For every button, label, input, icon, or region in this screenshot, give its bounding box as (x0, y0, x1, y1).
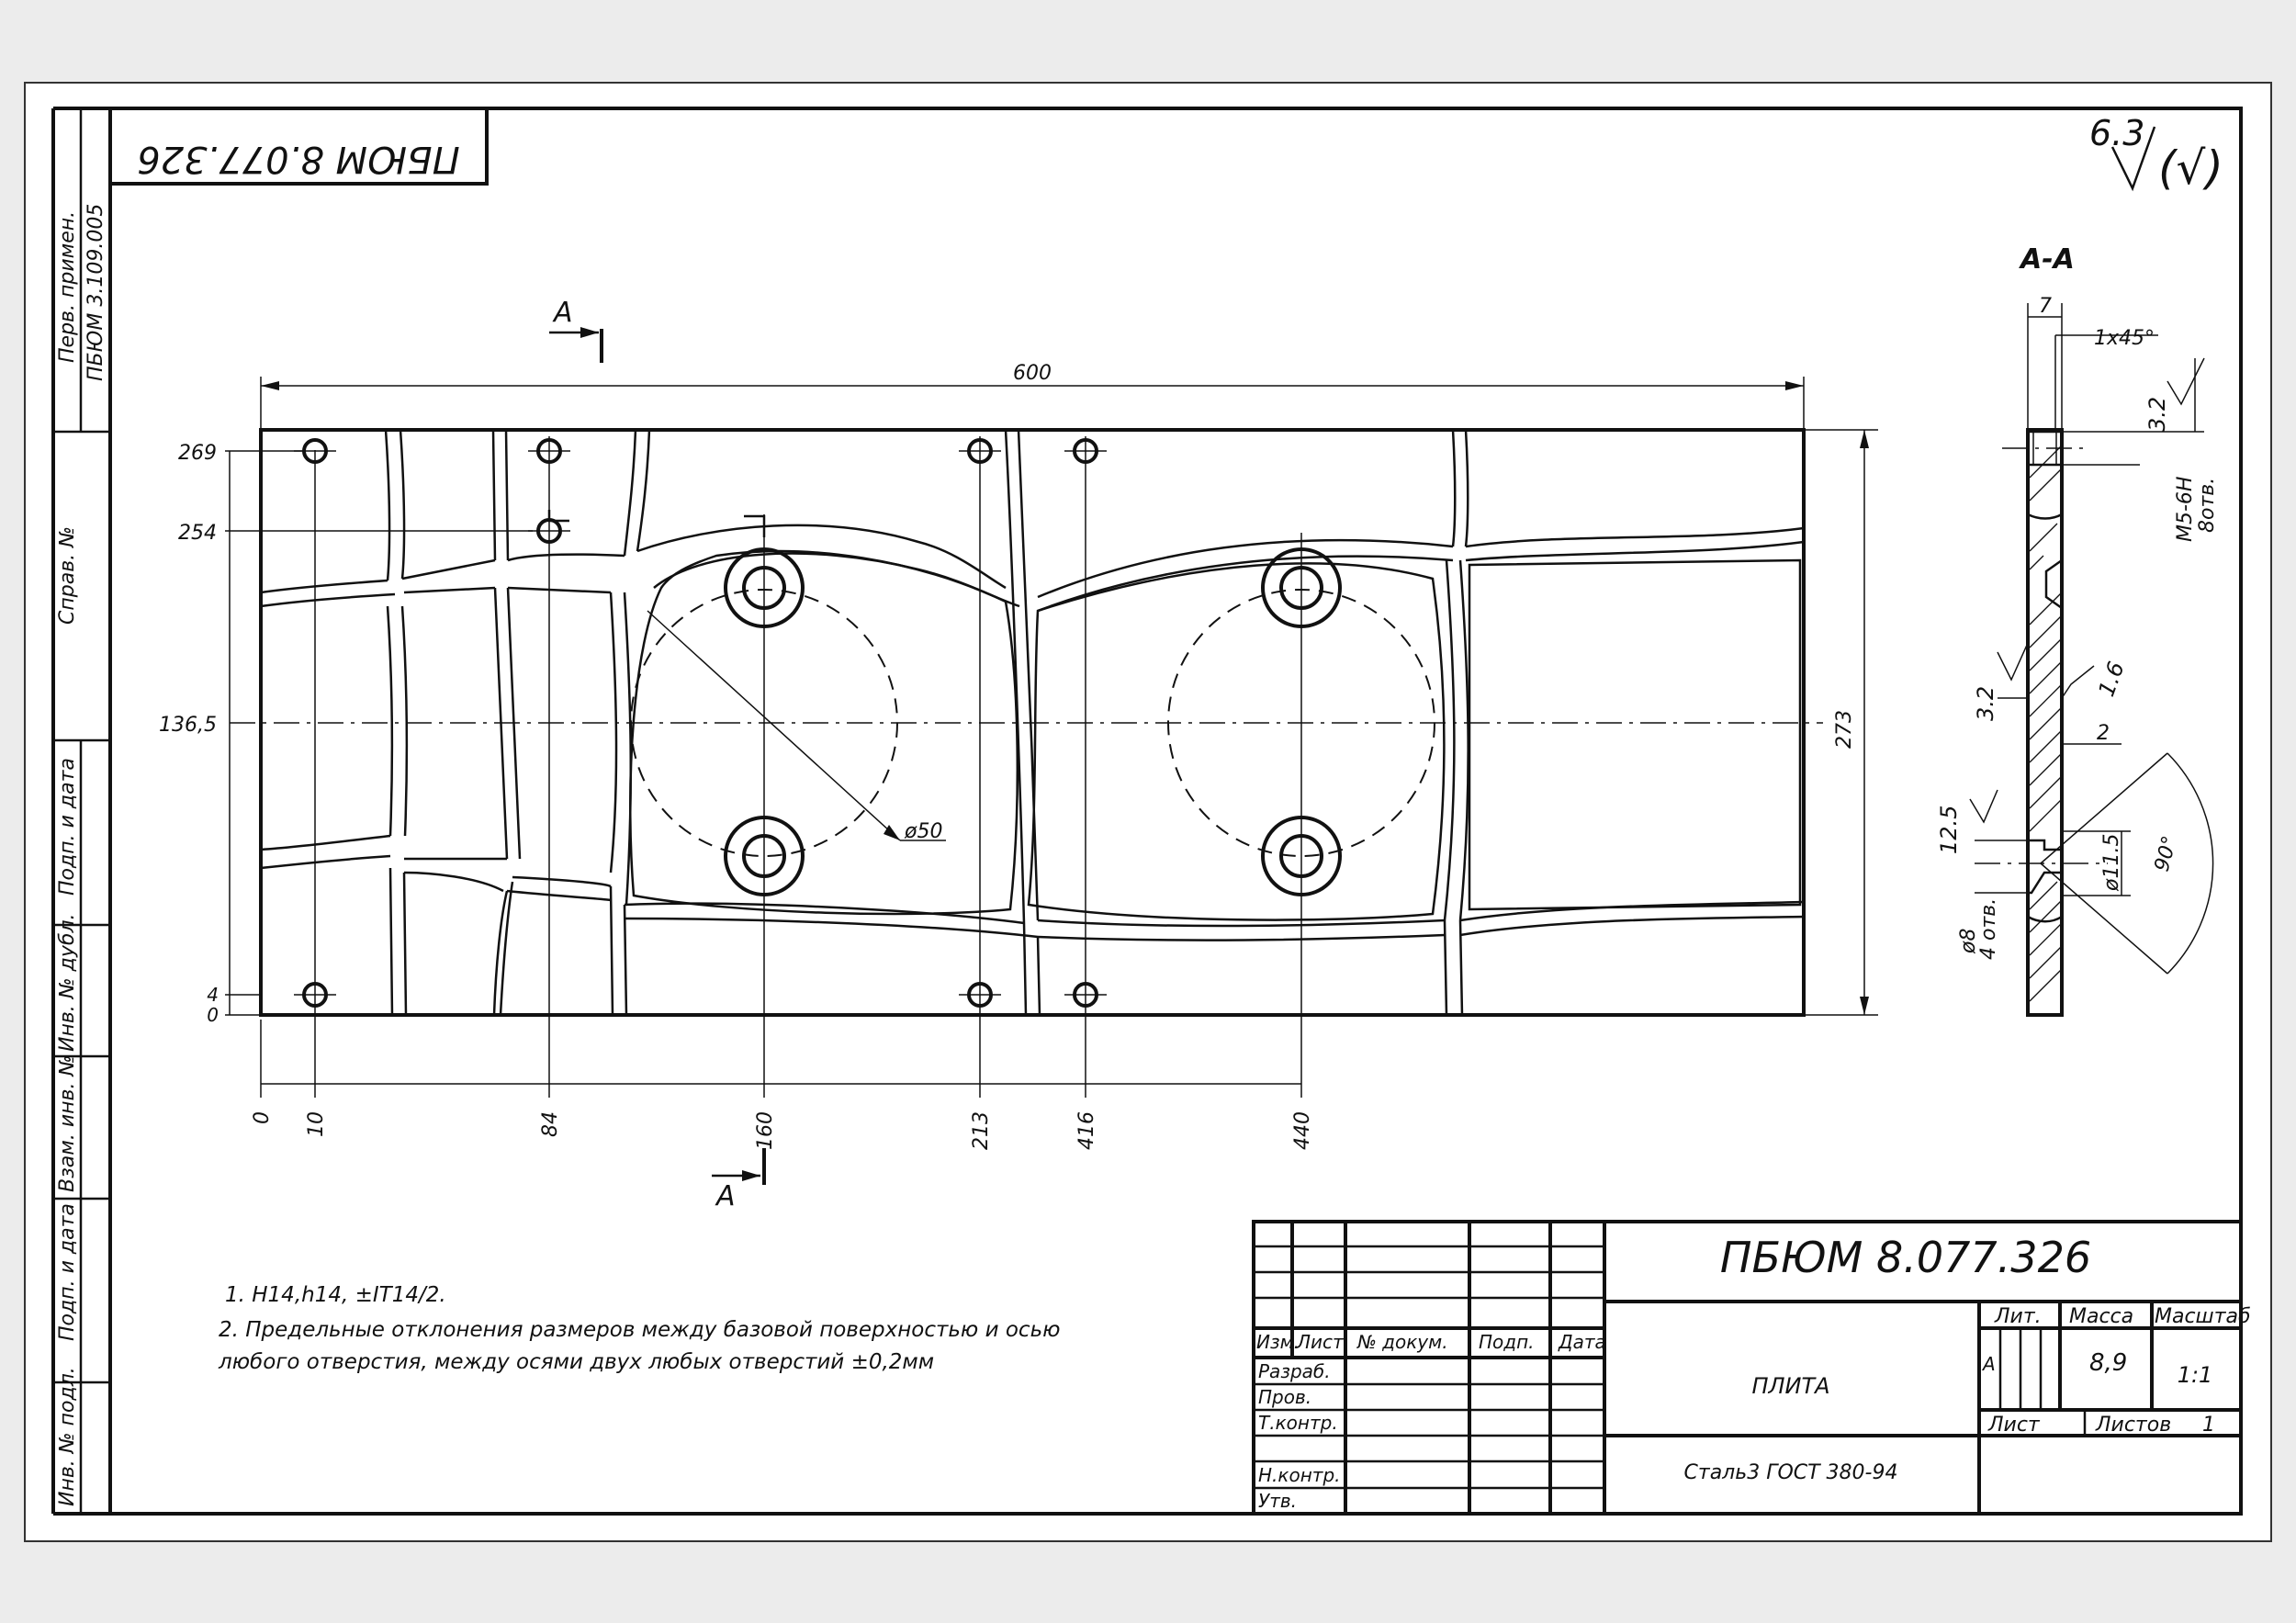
pocket-right-end (1468, 558, 1802, 911)
pcd-circle-right (1167, 589, 1435, 857)
dim-0-y: 0 (207, 1004, 219, 1026)
section-body (2026, 428, 2064, 1017)
tb-material: Сталь3 ГОСТ 380-94 (1684, 1461, 1898, 1484)
dim-160: 160 (754, 1111, 777, 1150)
sec-dim-d115: ø11.5 (2100, 834, 2123, 892)
sec-dim-2: 2 (2097, 722, 2110, 745)
tb-izm: Изм. (1256, 1331, 1300, 1353)
drawing-frame (108, 107, 2243, 1516)
dim-269: 269 (178, 442, 217, 465)
section-view: А-А (1936, 243, 2219, 1017)
tb-n-dokum: № докум. (1356, 1331, 1448, 1353)
label-inv-podl: Инв. № подл. (56, 1367, 79, 1506)
tb-masshtab: Масштаб (2155, 1305, 2251, 1328)
roughness-paren: (√) (2158, 141, 2223, 195)
tb-letter: А (1981, 1353, 1996, 1375)
sec-dim-d8-count: 4 отв. (1977, 898, 2000, 960)
tb-scale-value: 1:1 (2178, 1362, 2213, 1388)
tb-sheets-value: 1 (2202, 1414, 2215, 1437)
dim-416: 416 (1075, 1111, 1098, 1150)
label-podp-data-2: Подп. и дата (56, 1203, 79, 1341)
section-cut-top: А (549, 297, 603, 363)
note-2: 2. Предельные отклонения размеров между … (219, 1318, 1061, 1342)
sec-dim-d8: ø8 (1957, 929, 1980, 954)
sec-thread: М5-6Н (2174, 477, 2197, 542)
tb-podp: Подп. (1479, 1331, 1535, 1353)
sec-rough-32-mid: 3.2 (1973, 686, 1998, 721)
plan-view: ø50 600 273 269 254 136,5 4 0 0 10 84 16… (159, 297, 1878, 1212)
tb-drawing-number: ПБЮМ 8.077.326 (1720, 1233, 2091, 1282)
tb-list2: Лист (1987, 1414, 2041, 1437)
label-inv-dubl: Инв. № дубл. (56, 913, 79, 1052)
roughness-general-value: 6.3 (2089, 113, 2144, 153)
rotated-number-box: ПБЮМ 8.077.326 (110, 108, 489, 186)
dim-213: 213 (970, 1111, 993, 1150)
plate-outline (259, 428, 1806, 1017)
section-label: А-А (2019, 243, 2075, 276)
dia-leader (647, 610, 901, 841)
sec-rough-125: 12.5 (1936, 806, 1962, 854)
dim-10: 10 (305, 1111, 328, 1137)
pocket-grooves (260, 429, 1805, 1016)
tb-razrab: Разраб. (1258, 1360, 1331, 1382)
sec-chamfer: 1х45° (2094, 327, 2155, 350)
note-3: любого отверстия, между осями двух любых… (218, 1350, 934, 1374)
section-cut-bottom: А (712, 1148, 766, 1212)
label-podp-data-1: Подп. и дата (56, 758, 79, 896)
tb-data: Дата (1558, 1331, 1606, 1353)
left-strip: Перв. примен. ПБЮМ 3.109.005 Справ. № По… (51, 107, 110, 1516)
tb-lit: Лит. (1994, 1305, 2042, 1328)
pocket-right-large (1027, 562, 1446, 921)
title-block: ПБЮМ 8.077.326 ПЛИТА Сталь3 ГОСТ 380-94 … (1252, 1220, 2251, 1516)
tb-part-name: ПЛИТА (1751, 1373, 1829, 1399)
label-vzam-inv: Взам. инв. № (56, 1055, 79, 1192)
label-perv-primen: Перв. примен. (56, 211, 79, 363)
dim-1365: 136,5 (159, 714, 217, 737)
label-sprav: Справ. № (56, 526, 79, 625)
dim-600: 600 (1013, 362, 1052, 385)
counterbore-holes (724, 547, 1342, 896)
dim-4: 4 (207, 984, 219, 1006)
tb-mass-value: 8,9 (2089, 1349, 2127, 1377)
dim-84: 84 (539, 1111, 562, 1137)
label-perv-primen-value: ПБЮМ 3.109.005 (84, 204, 107, 381)
hole-center-marks (294, 450, 1107, 996)
sec-thread-count: 8отв. (2196, 478, 2219, 533)
notes: 1. H14,h14, ±IT14/2. 2. Предельные откло… (218, 1283, 1061, 1374)
tb-prov: Пров. (1258, 1386, 1311, 1408)
tb-listov: Листов (2095, 1414, 2171, 1437)
cut-letter-bottom: А (715, 1180, 736, 1212)
sec-rough-32-top: 3.2 (2144, 397, 2170, 432)
tb-tkontr: Т.контр. (1258, 1412, 1338, 1434)
sec-dim-7: 7 (2039, 295, 2052, 318)
tb-utv: Утв. (1258, 1490, 1297, 1512)
note-1: 1. H14,h14, ±IT14/2. (225, 1283, 446, 1307)
dim-254: 254 (178, 522, 217, 545)
dim-440: 440 (1291, 1111, 1314, 1150)
tb-massa: Масса (2069, 1305, 2133, 1328)
dim-273: 273 (1833, 710, 1856, 749)
rotated-drawing-number: ПБЮМ 8.077.326 (137, 138, 460, 180)
cut-letter-top: А (552, 297, 573, 329)
general-roughness-symbol: 6.3 (√) (2089, 113, 2223, 195)
dim-0-x: 0 (251, 1111, 274, 1124)
sheet-background (24, 82, 2272, 1542)
tb-nkontr: Н.контр. (1258, 1464, 1341, 1486)
dim-dia-50: ø50 (904, 820, 942, 843)
pcd-circle-left (630, 589, 898, 857)
tb-list: Лист (1296, 1331, 1345, 1353)
